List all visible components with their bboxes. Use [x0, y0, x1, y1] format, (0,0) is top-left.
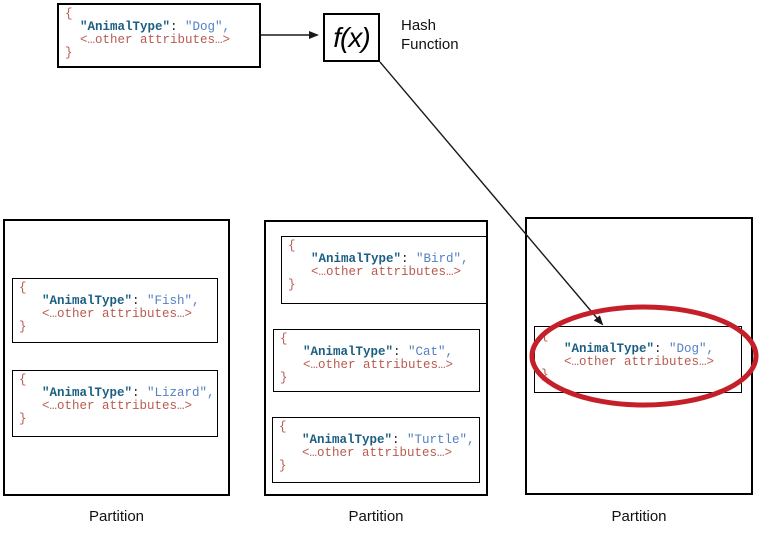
json-key: "AnimalType": [303, 345, 394, 359]
json-value: "Turtle",: [407, 433, 475, 447]
json-close-brace: }: [280, 371, 288, 385]
json-other-attributes: <…other attributes…>: [303, 358, 454, 372]
item-document: { "AnimalType": "Turtle", <…other attrib…: [272, 417, 480, 483]
json-key: "AnimalType": [302, 433, 393, 447]
json-colon: :: [392, 433, 408, 447]
json-close-brace: }: [279, 459, 287, 473]
item-document: { "AnimalType": "Dog", <…other attribute…: [534, 326, 742, 393]
json-open-brace: {: [19, 281, 27, 295]
json-value: "Lizard",: [147, 386, 215, 400]
json-colon: :: [654, 342, 670, 356]
json-key: "AnimalType": [564, 342, 655, 356]
json-value: "Bird",: [416, 252, 469, 266]
json-colon: :: [393, 345, 409, 359]
partition-box-right: { "AnimalType": "Dog", <…other attribute…: [525, 217, 753, 495]
json-open-brace: {: [280, 332, 288, 346]
json-value: "Dog",: [669, 342, 715, 356]
json-other-attributes: <…other attributes…>: [42, 399, 193, 413]
json-close-brace: }: [541, 368, 549, 382]
json-open-brace: {: [288, 239, 296, 253]
hash-function-symbol: f(x): [333, 21, 370, 53]
partition-box-middle: { "AnimalType": "Bird", <…other attribut…: [264, 220, 488, 496]
item-document: { "AnimalType": "Bird", <…other attribut…: [281, 236, 488, 304]
json-other-attributes: <…other attributes…>: [80, 33, 231, 47]
hash-function-caption: Hash Function: [401, 16, 459, 54]
json-key-value-line: "AnimalType": "Turtle",: [273, 434, 479, 447]
item-document: { "AnimalType": "Dog", <…other attribute…: [57, 3, 261, 68]
json-open-brace: {: [19, 373, 27, 387]
json-key: "AnimalType": [311, 252, 402, 266]
json-colon: :: [132, 386, 148, 400]
json-key-value-line: "AnimalType": "Lizard",: [13, 387, 217, 400]
json-colon: :: [170, 20, 186, 34]
json-key-value-line: "AnimalType": "Fish",: [13, 295, 217, 308]
json-value: "Fish",: [147, 294, 200, 308]
json-other-attributes: <…other attributes…>: [311, 265, 462, 279]
json-colon: :: [132, 294, 148, 308]
partition-box-left: { "AnimalType": "Fish", <…other attribut…: [3, 219, 230, 496]
json-key-value-line: "AnimalType": "Cat",: [274, 346, 479, 359]
json-value: "Cat",: [408, 345, 454, 359]
json-key: "AnimalType": [42, 294, 133, 308]
json-open-brace: {: [65, 7, 73, 21]
json-other-attributes: <…other attributes…>: [42, 307, 193, 321]
json-open-brace: {: [279, 420, 287, 434]
json-key-value-line: "AnimalType": "Dog",: [59, 21, 259, 34]
json-value: "Dog",: [185, 20, 231, 34]
json-other-attributes: <…other attributes…>: [302, 446, 453, 460]
json-close-brace: }: [65, 46, 73, 60]
hash-caption-line2: Function: [401, 36, 459, 53]
json-key: "AnimalType": [42, 386, 133, 400]
item-document: { "AnimalType": "Lizard", <…other attrib…: [12, 370, 218, 437]
json-close-brace: }: [19, 412, 27, 426]
json-close-brace: }: [19, 320, 27, 334]
item-document: { "AnimalType": "Cat", <…other attribute…: [273, 329, 480, 392]
hash-caption-line1: Hash: [401, 17, 437, 34]
item-document: { "AnimalType": "Fish", <…other attribut…: [12, 278, 218, 343]
json-key: "AnimalType": [80, 20, 171, 34]
partition-label: Partition: [348, 508, 404, 525]
json-other-attributes: <…other attributes…>: [564, 355, 715, 369]
json-colon: :: [401, 252, 417, 266]
hash-function-box: f(x): [323, 13, 380, 62]
json-close-brace: }: [288, 278, 296, 292]
partition-label: Partition: [611, 508, 667, 525]
partition-label: Partition: [88, 508, 145, 525]
